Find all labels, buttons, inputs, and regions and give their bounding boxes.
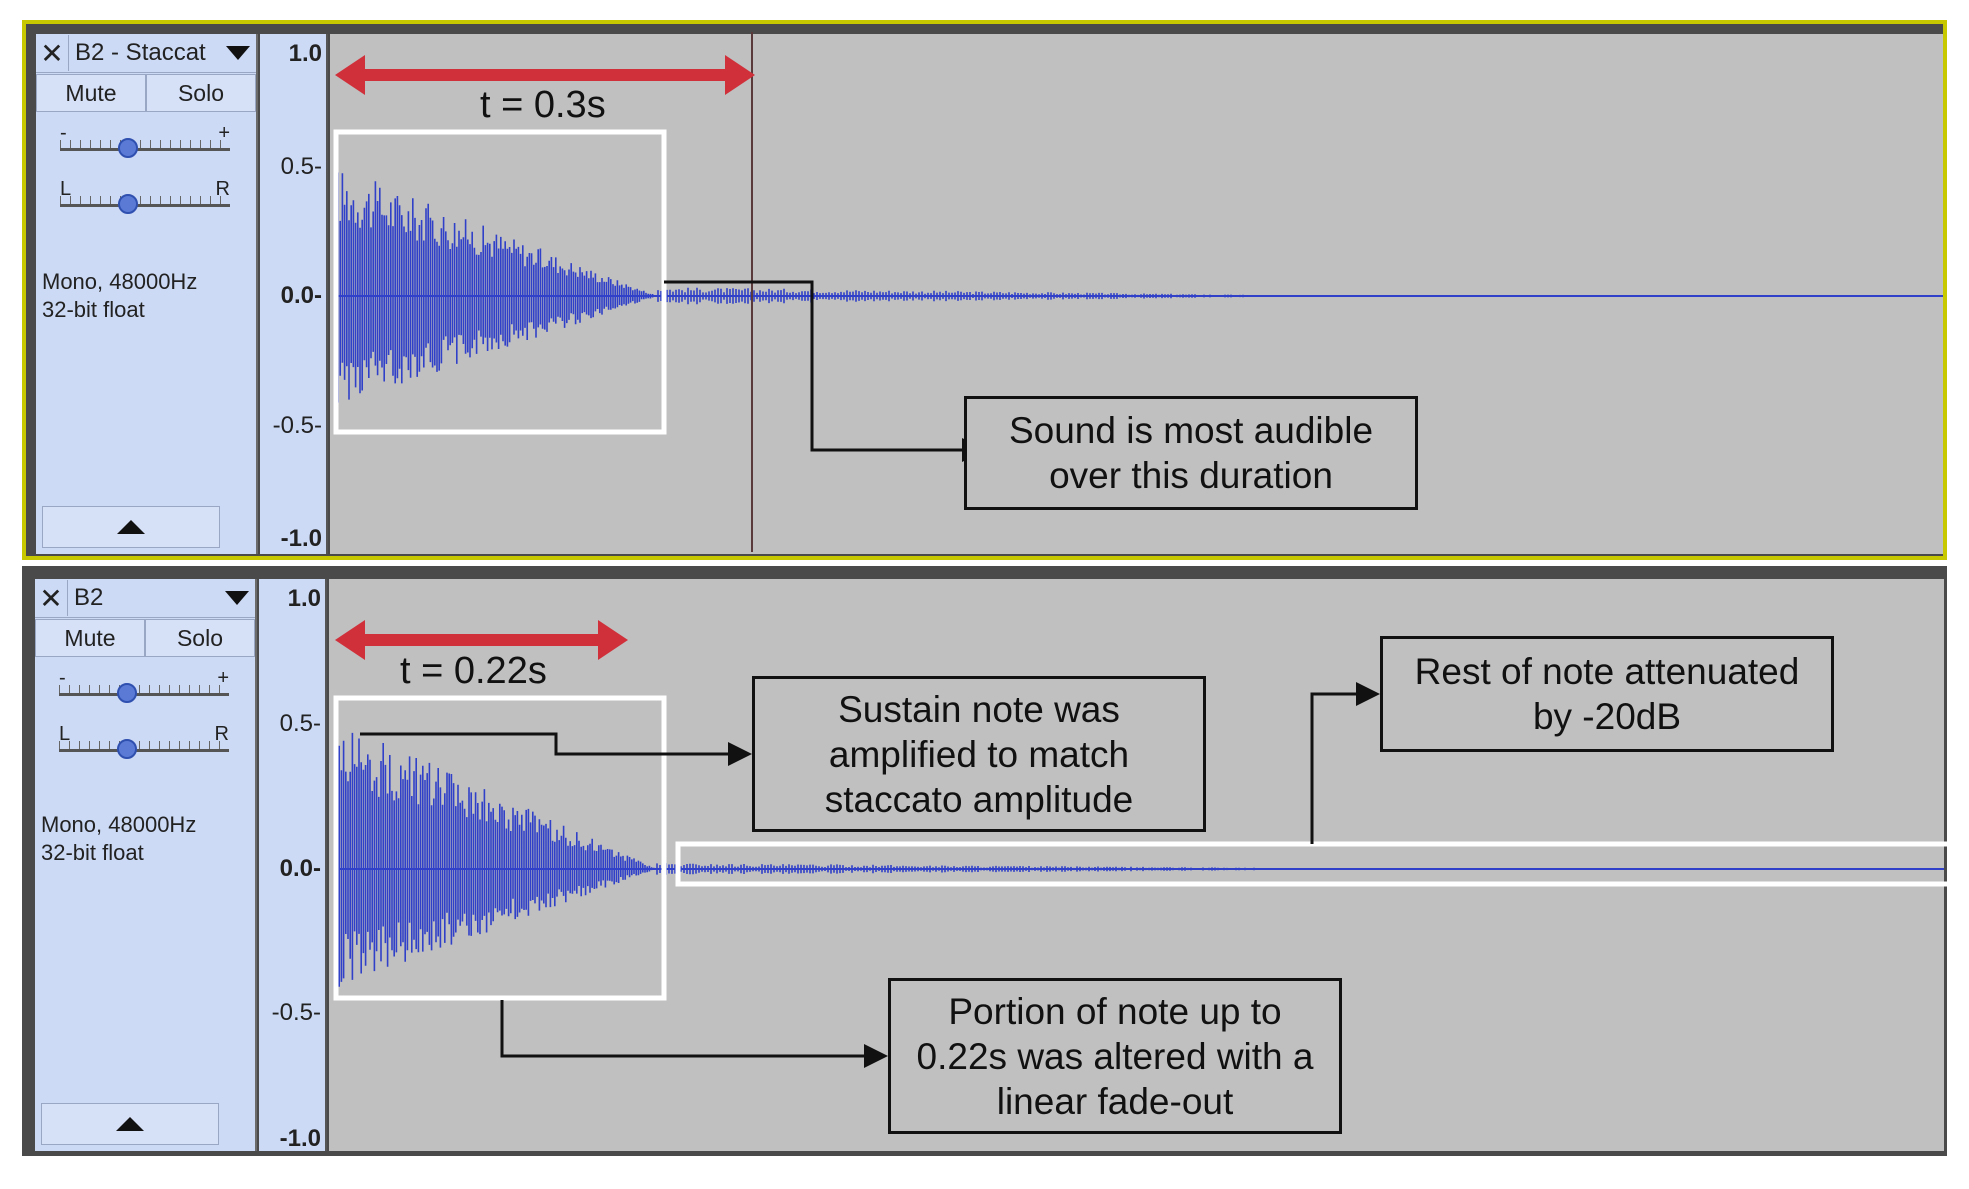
close-icon[interactable]: ✕ — [39, 582, 63, 614]
pan-right-label: R — [214, 723, 229, 745]
amplitude-ruler: 1.0 0.5- 0.0- -0.5- -1.0 — [260, 34, 328, 554]
sample-rate-text: Mono, 48000Hz — [41, 812, 197, 837]
close-icon[interactable]: ✕ — [40, 37, 64, 69]
y-tick: 1.0 — [287, 585, 321, 612]
y-tick: -0.5- — [272, 412, 322, 439]
waveform-samples — [337, 172, 1337, 403]
pan-slider[interactable]: L R — [59, 723, 229, 763]
y-tick: -0.5- — [271, 999, 321, 1026]
annotation-box: Sustain note was amplified to match stac… — [752, 676, 1206, 832]
solo-button[interactable]: Solo — [146, 74, 256, 112]
duration-label: t = 0.3s — [480, 84, 606, 126]
slider-track — [59, 749, 229, 752]
track-format-info: Mono, 48000Hz 32-bit float — [42, 268, 197, 324]
slider-track — [59, 693, 229, 696]
slider-ticks — [59, 741, 229, 749]
pan-left-label: L — [59, 723, 71, 745]
bit-depth-text: 32-bit float — [42, 297, 145, 322]
slider-ticks — [60, 140, 230, 148]
annotation-box: Rest of note attenuated by -20dB — [1380, 636, 1834, 752]
chevron-down-icon — [226, 46, 250, 60]
chevron-down-icon — [225, 591, 249, 605]
mute-button[interactable]: Mute — [36, 74, 146, 112]
y-tick: 0.0- — [279, 855, 321, 882]
gain-plus-label: + — [217, 667, 229, 689]
y-tick: 0.5- — [279, 710, 321, 737]
slider-ticks — [60, 196, 230, 204]
track-name-label: B2 - Staccat — [75, 39, 206, 66]
pan-slider-thumb[interactable] — [118, 194, 138, 214]
y-tick: 1.0 — [288, 40, 322, 67]
track-name-dropdown[interactable]: B2 - Staccat — [68, 35, 256, 71]
gain-slider[interactable]: - + — [59, 667, 229, 707]
gain-slider-thumb[interactable] — [117, 683, 137, 703]
slider-track — [60, 148, 230, 151]
track-name-label: B2 — [74, 584, 104, 611]
slider-track — [60, 204, 230, 207]
pan-right-label: R — [215, 178, 230, 200]
sample-rate-text: Mono, 48000Hz — [42, 269, 198, 294]
pan-slider-thumb[interactable] — [117, 739, 137, 759]
collapse-track-button[interactable] — [42, 506, 220, 548]
bit-depth-text: 32-bit float — [41, 840, 144, 865]
collapse-up-icon — [117, 520, 145, 534]
y-tick: 0.0- — [280, 282, 322, 309]
gain-slider-thumb[interactable] — [118, 138, 138, 158]
pan-slider[interactable]: L R — [60, 178, 230, 218]
duration-label: t = 0.22s — [400, 650, 547, 692]
amplitude-ruler: 1.0 0.5- 0.0- -0.5- -1.0 — [259, 579, 327, 1152]
gain-plus-label: + — [218, 122, 230, 144]
gain-minus-label: - — [60, 122, 67, 144]
track-control-panel: ✕ B2 - Staccat Mute Solo - + L R — [36, 34, 258, 554]
track-control-panel: ✕ B2 Mute Solo - + L R — [35, 579, 257, 1151]
gain-slider[interactable]: - + — [60, 122, 230, 162]
y-tick: -1.0 — [279, 1125, 321, 1152]
track-format-info: Mono, 48000Hz 32-bit float — [41, 811, 196, 867]
pan-left-label: L — [60, 178, 72, 200]
slider-ticks — [59, 685, 229, 693]
annotation-box: Sound is most audible over this duration — [964, 396, 1418, 510]
solo-button[interactable]: Solo — [145, 619, 255, 657]
y-tick: 0.5- — [280, 153, 322, 180]
track-name-dropdown[interactable]: B2 — [67, 580, 255, 616]
y-tick: -1.0 — [280, 525, 322, 552]
collapse-track-button[interactable] — [41, 1103, 219, 1145]
collapse-up-icon — [116, 1117, 144, 1131]
mute-button[interactable]: Mute — [35, 619, 145, 657]
gain-minus-label: - — [59, 667, 66, 689]
annotation-box: Portion of note up to 0.22s was altered … — [888, 978, 1342, 1134]
